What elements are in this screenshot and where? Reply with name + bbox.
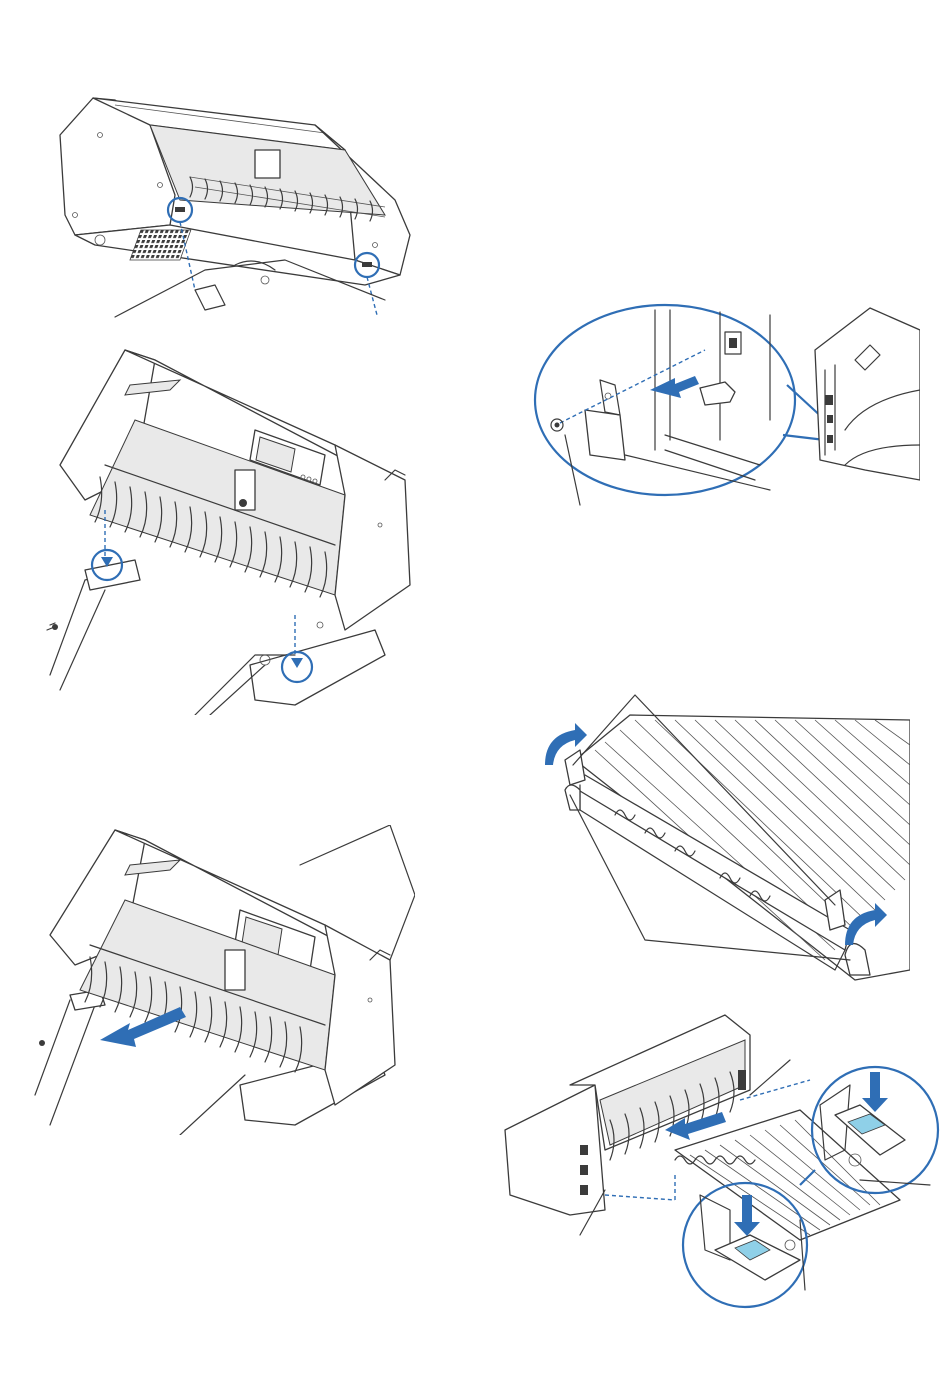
inset-detail-right bbox=[812, 1067, 938, 1193]
figure-pull-out bbox=[30, 825, 415, 1135]
bottom-vent-grid bbox=[130, 230, 191, 260]
pull-direction-arrow bbox=[100, 1007, 186, 1047]
figure-attach-basket bbox=[500, 1010, 945, 1310]
figure-basket-hooks bbox=[525, 690, 910, 990]
detail-callout-ellipse bbox=[535, 305, 795, 495]
inset-detail-bottom bbox=[683, 1183, 807, 1307]
insert-direction-arrow bbox=[650, 376, 699, 398]
figure-underside-mount-holes bbox=[55, 95, 425, 320]
figure-mount-on-stand bbox=[45, 345, 420, 715]
screw bbox=[551, 419, 563, 431]
figure-bracket-screw bbox=[525, 300, 920, 510]
